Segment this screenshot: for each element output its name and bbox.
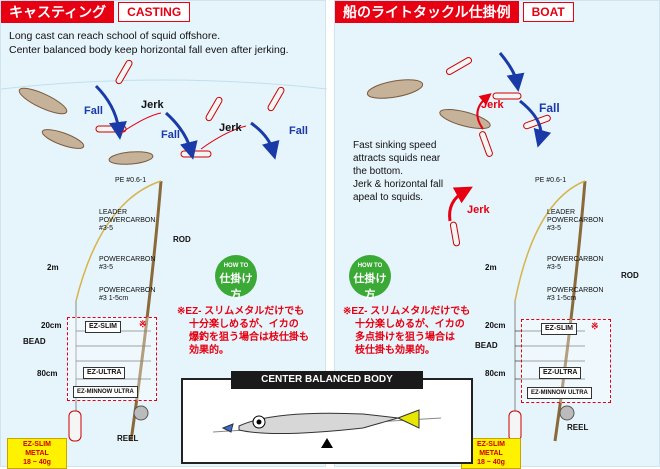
- product-ez-slim: EZ-SLIM: [85, 321, 121, 333]
- boat-note-2: 十分楽しめるが、イカの: [355, 319, 465, 330]
- leader-material: POWERCARBON: [547, 217, 604, 224]
- powercarbon-2-size: #3 1-5cm: [99, 295, 129, 302]
- powercarbon-2-label: POWERCARBON: [99, 287, 156, 294]
- weight-tag-name: EZ-SLIM METAL: [23, 441, 51, 457]
- boat-desc-line-2: attracts squids near: [353, 153, 441, 164]
- powercarbon-1-label: POWERCARBON: [547, 256, 604, 263]
- pe-label: PE #0.6-1: [115, 177, 147, 184]
- leader-size: #3-5: [99, 225, 114, 232]
- boat-title-jp: 船のライトタックル仕掛例: [335, 1, 519, 23]
- powercarbon-1-size: #3-5: [99, 264, 114, 271]
- balanced-lure-illustration: [212, 409, 442, 448]
- boat-header: 船のライトタックル仕掛例 BOAT: [335, 1, 574, 23]
- lure-icon: [95, 59, 285, 158]
- product-ez-slim: EZ-SLIM: [541, 323, 577, 335]
- fall-label-2: Fall: [161, 129, 180, 141]
- bead-label: BEAD: [475, 341, 498, 350]
- casting-header: キャスティング CASTING: [1, 1, 191, 23]
- leader-label: LEADER: [547, 209, 576, 216]
- length-80cm: 80cm: [485, 369, 506, 378]
- product-ez-ultra: EZ-ULTRA: [83, 367, 126, 379]
- jerk-label-top: Jerk: [481, 99, 504, 111]
- boat-desc-line-4: Jerk & horizontal fall: [353, 179, 444, 190]
- boat-desc-line-5: apeal to squids.: [353, 192, 424, 203]
- fall-label-3: Fall: [289, 125, 308, 137]
- leader-size: #3-5: [547, 225, 562, 232]
- boat-note-4: 枝仕掛も効果的。: [355, 345, 435, 356]
- jerk-label-bottom: Jerk: [467, 204, 490, 216]
- squid-icon: [18, 87, 154, 165]
- powercarbon-1-size: #3-5: [547, 264, 562, 271]
- powercarbon-2-size: #3 1-5cm: [547, 295, 577, 302]
- casting-desc-line-1: Long cast can reach school of squid offs…: [9, 30, 221, 42]
- casting-desc-line-2: Center balanced body keep horizontal fal…: [9, 44, 289, 56]
- casting-note-2: 十分楽しめるが、イカの: [189, 319, 299, 330]
- boat-desc-line-1: Fast sinking speed: [353, 140, 437, 151]
- length-80cm: 80cm: [37, 369, 58, 378]
- howto-badge: HOW TO 仕掛け方: [215, 255, 257, 301]
- casting-panel: キャスティング CASTING Long cast can reach scho…: [0, 0, 327, 469]
- jerk-label-1: Jerk: [141, 99, 164, 111]
- squid-icon: [366, 79, 491, 130]
- howto-main: 仕掛け方: [219, 273, 253, 301]
- product-ez-minnow-ultra: EZ-MINNOW ULTRA: [73, 386, 138, 398]
- reel-label: REEL: [117, 434, 139, 443]
- product-mark: ※: [591, 321, 599, 331]
- reel-label: REEL: [567, 423, 589, 432]
- boat-title-en: BOAT: [522, 2, 574, 22]
- boat-illustration: [366, 52, 587, 442]
- weight-tag: EZ-SLIM METAL 18 ~ 40g: [7, 438, 67, 469]
- lure-icon: [445, 57, 551, 247]
- powercarbon-2-label: POWERCARBON: [547, 287, 604, 294]
- howto-top: HOW TO: [223, 263, 249, 269]
- center-balanced-title: CENTER BALANCED BODY: [231, 371, 423, 389]
- rod-label: ROD: [621, 271, 639, 280]
- leader-length: 2m: [47, 263, 59, 272]
- leader-label: LEADER: [99, 209, 128, 216]
- boat-desc-line-3: the bottom.: [353, 166, 404, 177]
- fall-label: Fall: [539, 101, 560, 115]
- leader-length: 2m: [485, 263, 497, 272]
- casting-note-1: ※EZ- スリムメタルだけでも: [177, 306, 305, 317]
- rod-label: ROD: [173, 235, 191, 244]
- product-ez-ultra: EZ-ULTRA: [539, 367, 582, 379]
- center-balanced-body-box: CENTER BALANCED BODY: [181, 371, 473, 464]
- casting-note-4: 効果的。: [189, 345, 229, 356]
- howto-badge: HOW TO 仕掛け方: [349, 255, 391, 301]
- boat-note-1: ※EZ- スリムメタルだけでも: [343, 306, 471, 317]
- weight-tag-range: 18 ~ 40g: [477, 459, 505, 466]
- bead-label: BEAD: [23, 337, 46, 346]
- fall-label-1: Fall: [84, 105, 103, 117]
- product-ez-minnow-ultra: EZ-MINNOW ULTRA: [527, 387, 592, 399]
- powercarbon-1-label: POWERCARBON: [99, 256, 156, 263]
- weight-tag-range: 18 ~ 40g: [23, 459, 51, 466]
- casting-title-jp: キャスティング: [1, 1, 115, 23]
- weight-tag-name: EZ-SLIM METAL: [477, 441, 505, 457]
- length-20cm: 20cm: [485, 321, 506, 330]
- product-mark: ※: [139, 319, 147, 329]
- casting-note-3: 爆釣を狙う場合は枝仕掛も: [189, 332, 309, 343]
- pe-label: PE #0.6-1: [535, 177, 567, 184]
- howto-main: 仕掛け方: [353, 273, 387, 301]
- length-20cm: 20cm: [41, 321, 62, 330]
- casting-title-en: CASTING: [118, 2, 191, 22]
- jerk-label-2: Jerk: [219, 122, 242, 134]
- boat-note-3: 多点掛けを狙う場合は: [355, 332, 455, 343]
- leader-material: POWERCARBON: [99, 217, 156, 224]
- casting-illustration: [1, 59, 327, 442]
- howto-top: HOW TO: [357, 263, 383, 269]
